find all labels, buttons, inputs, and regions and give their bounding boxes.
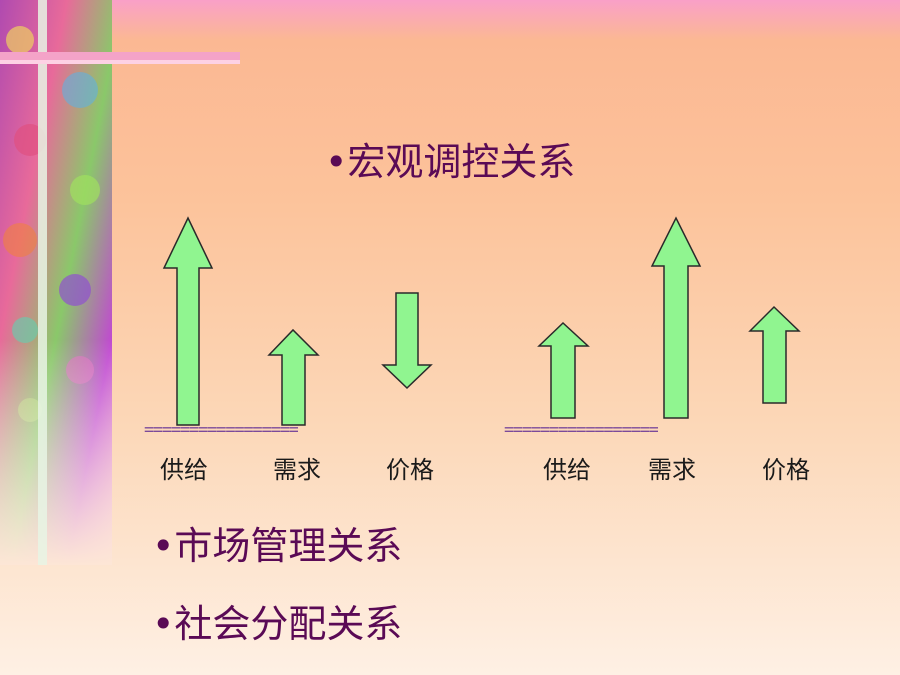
label-supply-left: 供给 — [160, 456, 208, 484]
arrow-up-demand-right — [650, 216, 702, 419]
label-price-right: 价格 — [762, 456, 810, 484]
vertical-rule — [38, 0, 47, 565]
label-demand-right: 需求 — [648, 456, 696, 484]
horizontal-rule-highlight — [0, 60, 240, 64]
arrow-up-supply-right — [537, 321, 590, 419]
label-demand-left: 需求 — [273, 456, 321, 484]
bullet-macro-control: •宏观调控关系 — [325, 140, 576, 184]
label-supply-right: 供给 — [543, 456, 591, 484]
separator-right: ================= — [504, 420, 659, 440]
separator-left: ================= — [144, 420, 299, 440]
bullet-market-management: •市场管理关系 — [152, 524, 403, 568]
label-price-left: 价格 — [386, 456, 434, 484]
arrow-down-price-left — [381, 292, 433, 390]
arrow-up-demand-left — [267, 328, 320, 426]
decorative-mosaic-strip — [0, 0, 112, 565]
horizontal-rule — [0, 52, 240, 61]
arrow-up-price-right — [748, 305, 801, 404]
arrow-up-supply-left — [162, 216, 214, 426]
mosaic-pattern — [0, 0, 112, 565]
bullet-social-distribution: •社会分配关系 — [152, 602, 403, 646]
